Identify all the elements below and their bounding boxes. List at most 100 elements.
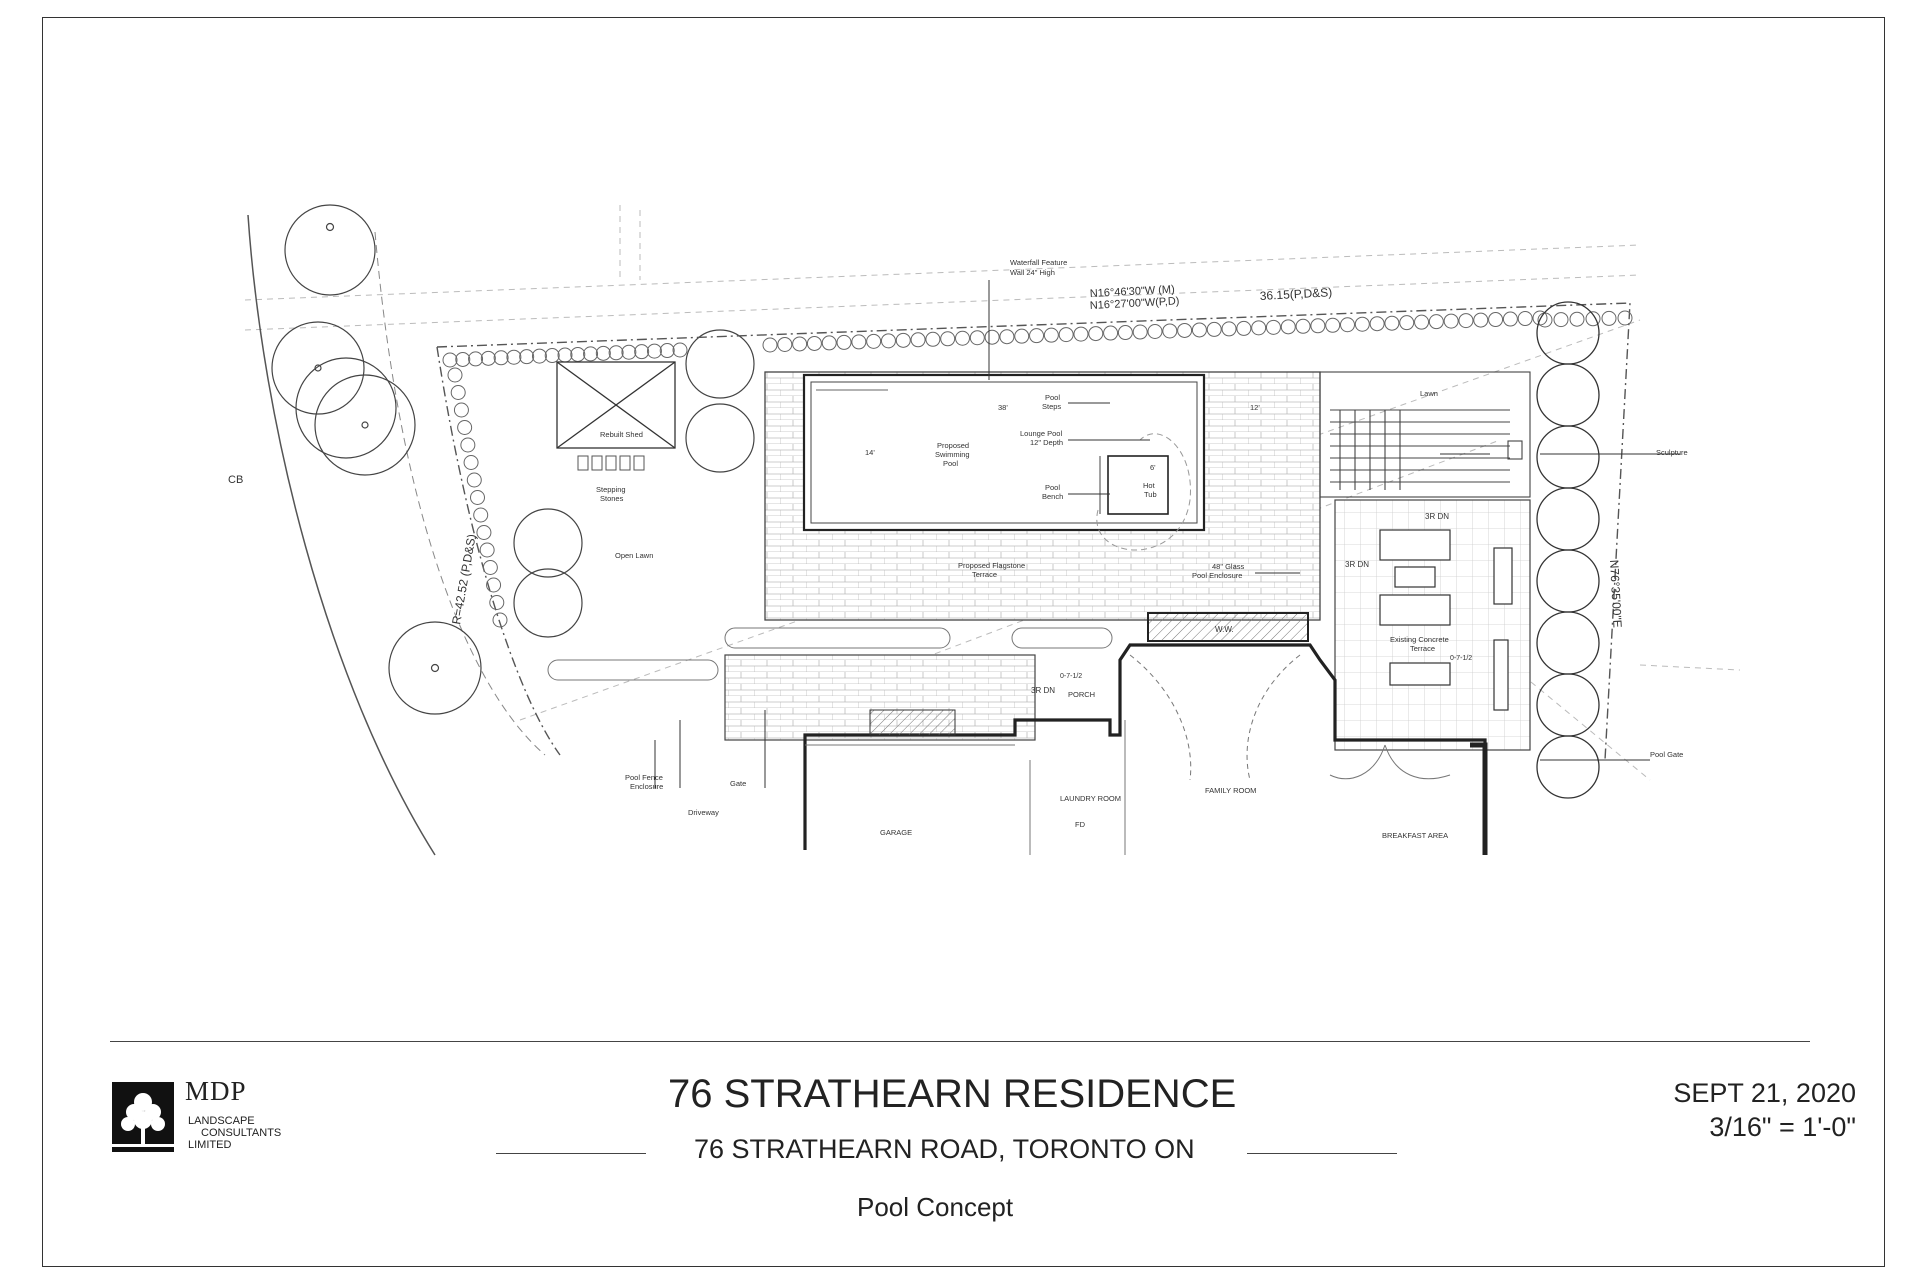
hedge-shrub (1221, 321, 1237, 337)
hedge-shrub (1369, 316, 1385, 332)
label-distance-top: 36.15(P,D&S) (1259, 285, 1332, 303)
tree-canopy (1536, 363, 1600, 427)
hedge-shrub (570, 346, 586, 362)
hedge-shrub (463, 455, 479, 470)
logo-line-2: CONSULTANTS (201, 1127, 282, 1139)
title-underline-right (1247, 1153, 1397, 1154)
project-address: 76 STRATHEARN ROAD, TORONTO ON (694, 1134, 1195, 1164)
hedge-shrub (492, 612, 508, 628)
hedge-shrub (634, 344, 650, 360)
porch-hedge (547, 627, 1113, 681)
property-boundary (436, 302, 1631, 761)
hedge-shrub (1117, 325, 1133, 341)
hedge-shrub (1073, 326, 1089, 342)
label-cb: CB (228, 474, 243, 486)
label-pool-fence-2: Enclosure (630, 782, 663, 791)
label-pool-steps-2: Steps (1042, 402, 1061, 411)
hedge-shrub (806, 335, 822, 351)
label-pool-1: Proposed (937, 441, 969, 450)
label-laundry-room: LAUNDRY ROOM (1060, 794, 1121, 803)
title-block-rule (110, 1041, 1810, 1042)
label-lounge-pool-1: Lounge Pool (1020, 429, 1062, 438)
drawing-name: Pool Concept (857, 1192, 1014, 1222)
hedge-shrub (1488, 312, 1504, 328)
hedge-shrub (479, 542, 495, 558)
house-interior (805, 654, 1451, 855)
label-3r-dn-a: 3R DN (1425, 512, 1449, 521)
hedge-shrub (1502, 311, 1518, 327)
label-lawn: Lawn (1420, 389, 1438, 398)
hedge-shrub (1162, 323, 1178, 339)
label-stepping-1: Stepping (596, 485, 626, 494)
hedge-shrub (519, 349, 535, 365)
label-bearing-m: N16°46'30"W (M) (1090, 284, 1175, 300)
label-dim-38: 38' (998, 403, 1008, 412)
label-dim-6: 6' (1150, 463, 1156, 472)
label-fd: FD (1075, 820, 1086, 829)
callout-arrows (654, 280, 1680, 788)
hedge-shrub (1251, 320, 1267, 336)
hedge-shrub (1265, 319, 1281, 335)
logo-tree-icon (112, 1082, 174, 1152)
hedge-shrub (455, 351, 471, 367)
rebuilt-shed (556, 361, 676, 449)
label-existing-terrace-1: Existing Concrete (1390, 635, 1449, 644)
hedge-shrub (493, 350, 509, 366)
hedge-shrub (447, 367, 463, 383)
hedge-shrub (1029, 328, 1045, 344)
hedge-shrub (910, 332, 926, 348)
tree-canopy (1536, 425, 1600, 489)
label-3r-dn-c: 3R DN (1031, 686, 1055, 695)
hedge-shrub (851, 334, 867, 350)
title-underline-left (496, 1153, 646, 1154)
hedge-shrub (442, 352, 458, 368)
label-glass-1: 48" Glass (1212, 562, 1245, 571)
hedge-shrub (583, 346, 599, 362)
hedge-shrub (1325, 317, 1341, 333)
hedge-shrub (880, 333, 896, 349)
hedge-shrub (955, 330, 970, 346)
hedge-shrub (777, 336, 793, 352)
hedge-shrub (940, 331, 956, 347)
hedge-shrub (866, 333, 882, 349)
hedge-shrub (1295, 318, 1311, 334)
tree-canopy (1536, 301, 1600, 365)
label-hot-tub-2: Tub (1144, 490, 1157, 499)
hedge-shrub (672, 342, 688, 358)
hedge-shrub (531, 348, 547, 364)
label-sculpture: Sculpture (1656, 448, 1688, 457)
hedge-shrub (1088, 326, 1104, 342)
hedge-shrub (476, 525, 492, 540)
hedge-shrub (792, 336, 808, 352)
street-curve (247, 214, 546, 856)
hedge-shrub (486, 577, 502, 593)
hedge-shrub (1206, 321, 1222, 337)
hedge-shrub (895, 332, 911, 348)
label-pool-bench-2: Bench (1042, 492, 1063, 501)
hedge-shrub (460, 437, 476, 453)
label-waterfall-wall: Wall 24" High (1010, 268, 1055, 277)
hedge-shrub (544, 348, 560, 364)
existing-trees-left (271, 204, 755, 715)
hedge-shrub (621, 344, 637, 360)
tree-canopy (1536, 611, 1600, 675)
label-pool-bench-1: Pool (1045, 483, 1060, 492)
logo-line-3: LIMITED (188, 1139, 232, 1151)
tree-canopy (1536, 487, 1600, 551)
hedge-shrub (1340, 317, 1355, 333)
hedge-shrub (1428, 314, 1444, 330)
hedge-shrub (482, 560, 498, 575)
hedge-shrub (1585, 311, 1601, 327)
tree-canopy (1536, 549, 1600, 613)
hedge-shrub (1617, 310, 1633, 326)
label-ww: W.W. (1215, 625, 1234, 634)
hedge-shrub (1414, 314, 1430, 330)
hedge-shrub (1310, 318, 1326, 334)
water-wall (1147, 612, 1309, 642)
tree-canopy (1536, 673, 1600, 737)
hedge-shrub (762, 337, 778, 353)
stepping-stones (577, 455, 645, 471)
hedge-shrub (1177, 322, 1193, 338)
label-flagstone-1: Proposed Flagstone (958, 561, 1025, 570)
